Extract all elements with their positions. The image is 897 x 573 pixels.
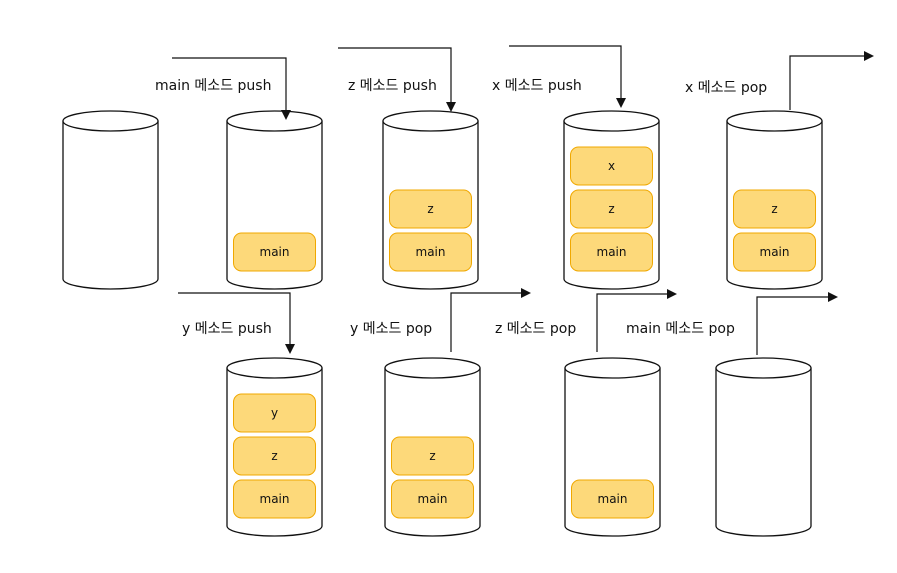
frame-box [733,189,816,229]
frame-label: z [271,449,277,463]
stack-cylinder-4: main z [726,110,823,290]
cylinder-top [726,110,823,132]
stack-frame-main: main [733,232,816,272]
stack-cylinder-7: main [564,357,661,537]
frame-label: main [260,492,290,506]
cylinder-top [226,110,323,132]
frame-label: z [427,202,433,216]
pop-arrow [450,288,531,352]
step-caption: main 메소드 push [155,78,272,94]
pop-arrow [756,292,838,355]
stack-cylinder-8 [715,357,812,537]
stack-cylinder-5: main z y [226,357,323,537]
stack-frame-z: z [233,436,316,476]
stack-frame-main: main [233,479,316,519]
cylinder-body [62,121,159,290]
stack-cylinder-0 [62,110,159,290]
cylinder-top [715,357,812,379]
frame-label: y [271,406,278,420]
frame-box [571,479,654,519]
stack-frame-x: x [570,146,653,186]
stack-cylinder-6: main z [384,357,481,537]
frame-label: z [771,202,777,216]
step-caption: y 메소드 push [182,321,272,337]
step-caption: y 메소드 pop [350,321,433,337]
stack-frame-main: main [570,232,653,272]
push-arrow [509,45,626,108]
frame-label: main [597,245,627,259]
frame-label: z [429,449,435,463]
step-caption: z 메소드 push [348,78,437,94]
frame-label: main [598,492,628,506]
stack-cylinder-3: main z x [563,110,660,290]
stack-frame-main: main [389,232,472,272]
frame-box [233,479,316,519]
pop-arrow [789,51,874,110]
cylinder-top [226,357,323,379]
push-arrow [338,47,456,112]
frame-box [233,232,316,272]
frame-label: z [608,202,614,216]
frame-label: main [418,492,448,506]
cylinder-top [62,110,159,132]
push-arrow [178,292,295,354]
stack-frame-z: z [570,189,653,229]
frame-box [733,232,816,272]
frame-box [570,189,653,229]
frame-box [233,393,316,433]
stack-frame-z: z [391,436,474,476]
step-caption: main 메소드 pop [626,321,735,337]
stack-frame-z: z [733,189,816,229]
stack-frame-main: main [391,479,474,519]
frame-box [389,232,472,272]
frame-label: x [608,159,615,173]
stack-cylinder-1: main [226,110,323,290]
frame-box [389,189,472,229]
frame-box [233,436,316,476]
cylinder-top [563,110,660,132]
step-caption: z 메소드 pop [495,321,577,337]
frame-label: main [760,245,790,259]
frame-box [391,479,474,519]
stack-frame-z: z [389,189,472,229]
stack-frame-y: y [233,393,316,433]
push-arrow [172,57,291,120]
cylinder-top [384,357,481,379]
cylinder-top [382,110,479,132]
step-caption: x 메소드 pop [685,80,768,96]
frame-box [391,436,474,476]
pop-arrow [596,289,677,352]
stack-frame-main: main [233,232,316,272]
frame-label: main [260,245,290,259]
frame-box [570,146,653,186]
cylinder-body [715,368,812,537]
frame-box [570,232,653,272]
stack-frame-main: main [571,479,654,519]
cylinder-top [564,357,661,379]
step-caption: x 메소드 push [492,78,582,94]
frame-label: main [416,245,446,259]
stack-cylinder-2: main z [382,110,479,290]
